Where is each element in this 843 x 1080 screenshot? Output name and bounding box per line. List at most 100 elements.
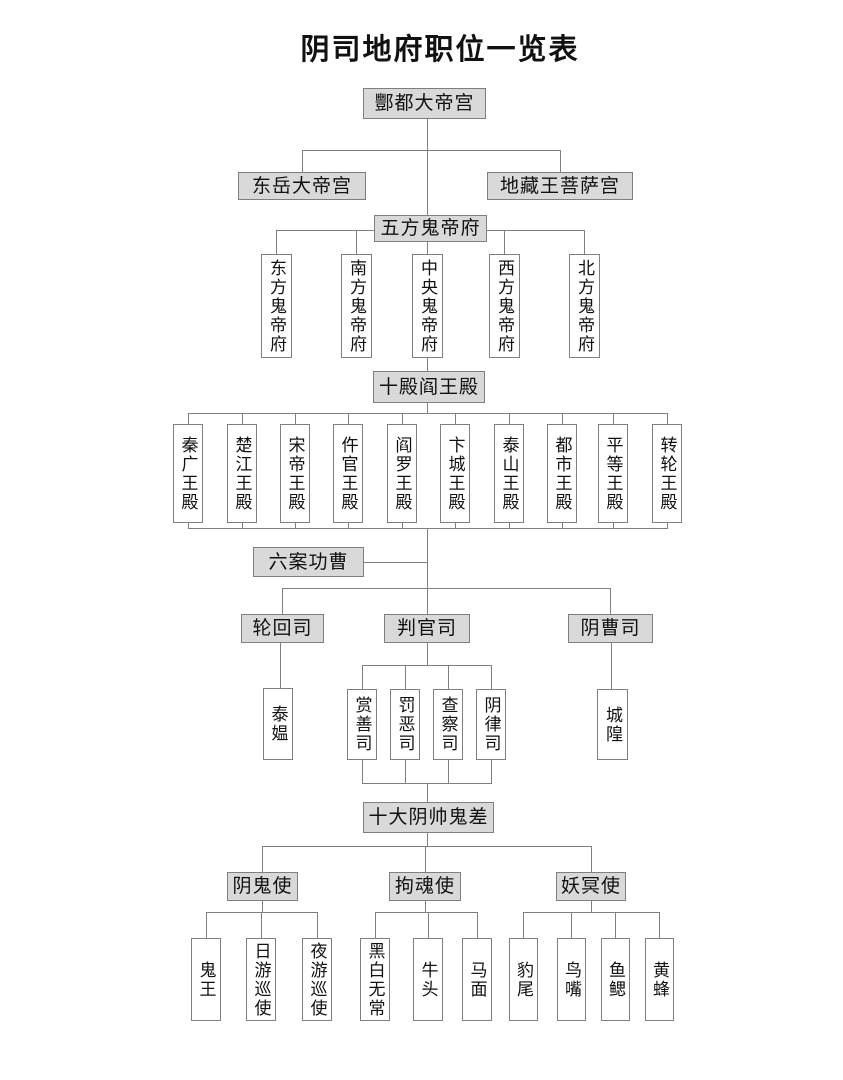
connector-line (356, 230, 357, 255)
node-ten-palace-hall: 十殿阎王殿 (373, 371, 485, 403)
node-yao-ming-member-3: 黄蜂 (645, 938, 674, 1021)
connector-line (302, 150, 561, 151)
connector-line (477, 912, 478, 939)
node-yao-ming-member-0: 豹尾 (509, 938, 538, 1021)
node-yin-ghost-envoy: 阴鬼使 (227, 872, 298, 901)
connector-line (262, 846, 263, 873)
node-judge-office-0: 赏善司 (347, 689, 377, 760)
node-ghost-court-2: 中央鬼帝府 (412, 254, 443, 358)
node-yama-palace-1: 楚江王殿 (227, 424, 257, 523)
node-soul-catcher-member-1: 牛头 (413, 938, 443, 1021)
connector-line (427, 403, 428, 414)
connector-line (491, 760, 492, 784)
connector-line (427, 528, 428, 589)
connector-line (613, 413, 614, 425)
node-ghost-court-4: 北方鬼帝府 (569, 254, 600, 358)
connector-line (242, 413, 243, 425)
connector-line (262, 901, 263, 913)
node-yama-palace-8: 平等王殿 (598, 424, 628, 523)
connector-line (584, 230, 585, 255)
connector-line (317, 912, 318, 939)
connector-line (425, 901, 426, 913)
node-dizang-palace: 地藏王菩萨宫 (487, 172, 633, 200)
connector-line (427, 242, 428, 255)
connector-line (348, 523, 349, 529)
node-soul-catcher-envoy: 拘魂使 (389, 872, 461, 901)
connector-line (659, 912, 660, 939)
connector-line (206, 912, 207, 939)
node-reincarnation-dept: 轮回司 (241, 614, 324, 643)
node-ghost-court-0: 东方鬼帝府 (261, 254, 292, 358)
connector-line (364, 562, 428, 563)
page-title: 阴司地府职位一览表 (300, 34, 580, 66)
connector-line (405, 665, 406, 690)
node-cheng-huang: 城隍 (597, 689, 628, 760)
connector-line (362, 760, 363, 784)
connector-line (613, 523, 614, 529)
connector-line (280, 643, 281, 689)
connector-line (188, 413, 668, 414)
node-fengdu-palace: 酆都大帝宫 (363, 88, 486, 119)
connector-line (611, 643, 612, 690)
node-dongyue-palace: 东岳大帝宫 (238, 172, 366, 200)
node-yama-palace-5: 卞城王殿 (440, 424, 470, 523)
connector-line (610, 588, 611, 615)
connector-line (282, 588, 283, 615)
connector-line (427, 358, 428, 372)
node-yama-palace-7: 都市王殿 (547, 424, 577, 523)
connector-line (276, 230, 277, 255)
node-yama-palace-0: 秦广王殿 (173, 424, 203, 523)
connector-line (591, 846, 592, 873)
node-yama-palace-2: 宋帝王殿 (280, 424, 310, 523)
node-judge-dept: 判官司 (384, 614, 470, 643)
connector-line (188, 528, 668, 529)
connector-line (504, 230, 505, 255)
node-yama-palace-3: 仵官王殿 (333, 424, 363, 523)
connector-line (427, 588, 428, 615)
node-yincao-dept: 阴曹司 (568, 614, 653, 643)
connector-line (523, 912, 524, 939)
connector-line (362, 665, 363, 690)
connector-line (427, 119, 428, 216)
connector-line (425, 846, 426, 873)
connector-line (295, 413, 296, 425)
node-yama-palace-9: 转轮王殿 (652, 424, 682, 523)
connector-line (261, 912, 262, 939)
connector-line (427, 783, 428, 803)
node-five-ghost-bureau: 五方鬼帝府 (374, 215, 487, 242)
connector-line (455, 523, 456, 529)
node-ghost-court-1: 南方鬼帝府 (341, 254, 372, 358)
node-yao-ming-member-2: 鱼鳃 (601, 938, 630, 1021)
connector-line (282, 588, 611, 589)
node-judge-office-2: 查察司 (433, 689, 463, 760)
connector-line (427, 833, 428, 847)
connector-line (509, 413, 510, 425)
connector-line (188, 413, 189, 425)
connector-line (562, 523, 563, 529)
connector-line (375, 912, 478, 913)
connector-line (667, 523, 668, 529)
connector-line (491, 665, 492, 690)
connector-line (276, 230, 375, 231)
connector-line (348, 413, 349, 425)
node-six-case-office: 六案功曹 (253, 547, 364, 577)
connector-line (591, 901, 592, 913)
connector-line (242, 523, 243, 529)
connector-line (667, 413, 668, 425)
node-yama-palace-4: 阎罗王殿 (387, 424, 417, 523)
connector-line (428, 912, 429, 939)
connector-line (455, 413, 456, 425)
connector-line (509, 523, 510, 529)
connector-line (295, 523, 296, 529)
node-yaoming-envoy: 妖冥使 (556, 872, 626, 901)
connector-line (188, 523, 189, 529)
connector-line (402, 523, 403, 529)
node-soul-catcher-member-0: 黑白无常 (360, 938, 390, 1021)
connector-line (560, 150, 561, 173)
connector-line (448, 760, 449, 784)
connector-line (571, 912, 572, 939)
connector-line (375, 912, 376, 939)
node-judge-office-3: 阴律司 (476, 689, 506, 760)
connector-line (402, 413, 403, 425)
connector-line (302, 150, 303, 173)
